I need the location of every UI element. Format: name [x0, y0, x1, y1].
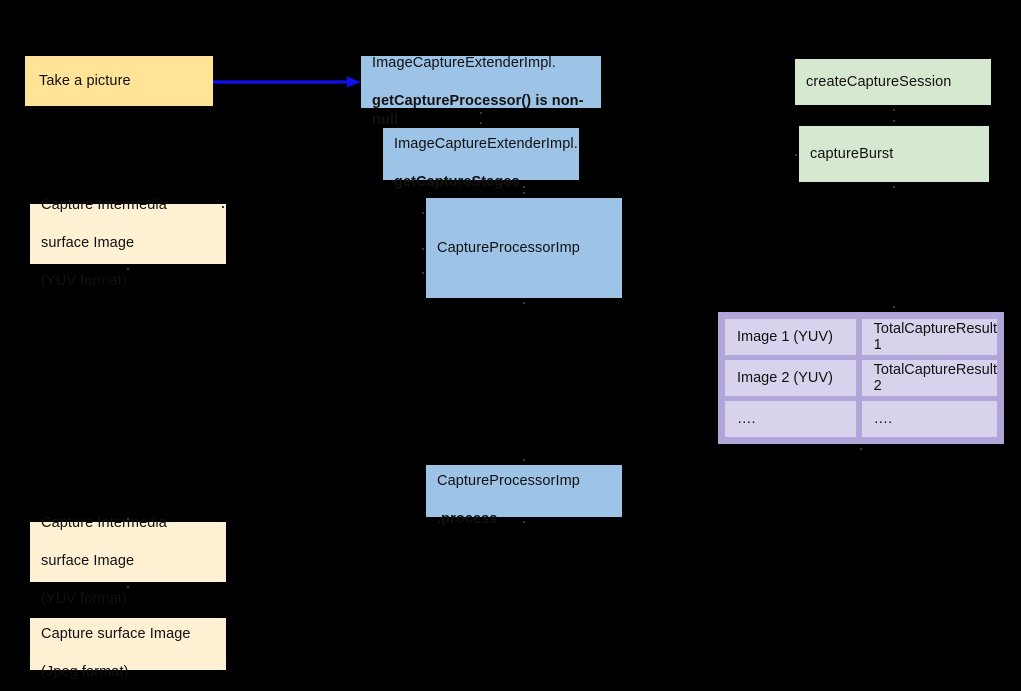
anchor-dot	[523, 459, 525, 461]
line-3: (YUV format)	[41, 591, 127, 607]
node-capture-processor-imp-label: CaptureProcessorImp	[437, 239, 580, 256]
results-table: Image 1 (YUV) TotalCaptureResult 1 Image…	[718, 312, 1004, 444]
line-1: Capture Intermedia	[41, 197, 167, 213]
node-capture-intermediate-surface-top-label: Capture Intermedia surface Image (YUV fo…	[41, 177, 167, 291]
anchor-dot	[893, 109, 895, 111]
anchor-dot	[523, 521, 525, 523]
line-1: ImageCaptureExtenderImpl.	[372, 54, 556, 71]
line-2: surface Image	[41, 553, 135, 569]
node-capture-surface-jpeg[interactable]: Capture surface Image (Jpeg format)	[30, 618, 226, 680]
line-1: ImageCaptureExtenderImpl.	[394, 136, 578, 152]
node-take-a-picture[interactable]: Take a picture	[25, 56, 213, 106]
line-2: (Jpeg format)	[41, 664, 129, 680]
results-cell[interactable]: TotalCaptureResult 1	[861, 319, 997, 355]
line-3: (YUV format)	[41, 273, 127, 289]
node-create-capture-session[interactable]: createCaptureSession	[795, 59, 991, 105]
anchor-dot	[127, 268, 129, 270]
node-capture-intermediate-surface-bottom[interactable]: Capture Intermedia surface Image (YUV fo…	[30, 515, 226, 607]
anchor-dot	[893, 306, 895, 308]
results-cell[interactable]: TotalCaptureResult 2	[861, 360, 997, 396]
results-cell[interactable]: Image 1 (YUV)	[725, 319, 856, 355]
anchor-dot	[523, 302, 525, 304]
results-cell[interactable]: ….	[861, 401, 997, 437]
anchor-dot	[422, 248, 424, 250]
anchor-dot	[222, 206, 224, 208]
node-get-capture-processor[interactable]: ImageCaptureExtenderImpl. getCaptureProc…	[361, 55, 601, 128]
node-capture-processor-process[interactable]: CaptureProcessorImp .process	[426, 465, 622, 527]
node-get-capture-stages-label: ImageCaptureExtenderImpl. getCaptureStag…	[394, 116, 578, 192]
anchor-dot	[127, 518, 129, 520]
line-2: surface Image	[41, 235, 135, 251]
node-capture-intermediate-surface-top[interactable]: Capture Intermedia surface Image (YUV fo…	[30, 197, 226, 289]
anchor-dot	[795, 154, 797, 156]
anchor-dot	[480, 112, 482, 114]
anchor-dot	[422, 212, 424, 214]
anchor-dot	[523, 192, 525, 194]
node-get-capture-stages[interactable]: ImageCaptureExtenderImpl. getCaptureStag…	[383, 128, 579, 190]
anchor-dot	[127, 586, 129, 588]
anchor-dot	[893, 186, 895, 188]
node-get-capture-processor-label: ImageCaptureExtenderImpl. getCaptureProc…	[372, 35, 593, 130]
anchor-dot	[860, 448, 862, 450]
results-cell[interactable]: ….	[725, 401, 856, 437]
line-2: .process	[437, 511, 498, 527]
node-create-capture-session-label: createCaptureSession	[806, 73, 952, 90]
node-capture-surface-jpeg-label: Capture surface Image (Jpeg format)	[41, 606, 191, 682]
line-1: Capture surface Image	[41, 626, 191, 642]
arrow-take-picture-to-get-capture-processor	[213, 72, 363, 92]
anchor-dot	[422, 272, 424, 274]
line-2: getCaptureProcessor() is non-null	[372, 92, 584, 128]
node-capture-intermediate-surface-bottom-label: Capture Intermedia surface Image (YUV fo…	[41, 495, 167, 609]
anchor-dot	[893, 120, 895, 122]
results-cell[interactable]: Image 2 (YUV)	[725, 360, 856, 396]
node-take-a-picture-label: Take a picture	[39, 72, 131, 89]
line-1: CaptureProcessorImp	[437, 473, 580, 489]
line-2: getCaptureStages	[394, 174, 520, 190]
arrow-icon	[213, 76, 361, 88]
anchor-dot	[480, 122, 482, 124]
anchor-dot	[523, 186, 525, 188]
node-capture-processor-imp[interactable]: CaptureProcessorImp	[426, 198, 622, 298]
node-capture-burst[interactable]: captureBurst	[799, 126, 989, 182]
node-capture-burst-label: captureBurst	[810, 145, 894, 162]
node-capture-processor-process-label: CaptureProcessorImp .process	[437, 453, 580, 529]
line-1: Capture Intermedia	[41, 515, 167, 531]
